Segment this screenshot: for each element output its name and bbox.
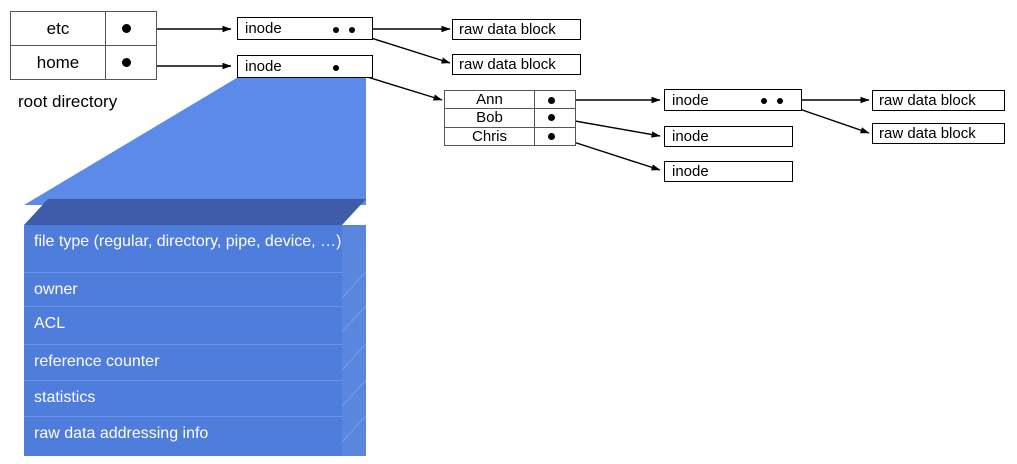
- pointer-dot: [777, 98, 783, 104]
- pointer-dot: [349, 27, 355, 33]
- dir-entry-name: Ann: [445, 91, 535, 109]
- table-row[interactable]: etc: [11, 12, 156, 46]
- raw-data-block-label: raw data block: [879, 92, 976, 109]
- pointer-dot: [548, 114, 555, 122]
- dir-entry-name: Chris: [445, 127, 535, 145]
- pointer-dot: [761, 98, 767, 104]
- pointer-dot: [333, 65, 339, 71]
- inode-field-label: owner: [34, 281, 78, 298]
- pointer-dot: [122, 24, 131, 33]
- inode-label: inode: [672, 128, 709, 145]
- dir-entry-pointer[interactable]: [106, 46, 156, 79]
- root-directory-caption: root directory: [18, 92, 118, 111]
- inode-detail-stack: file type (regular, directory, pipe, dev…: [24, 199, 366, 456]
- inode-field-label: ACL: [34, 315, 66, 332]
- inode-field-label: statistics: [34, 389, 96, 406]
- inode-field-label: raw data addressing info: [34, 425, 209, 442]
- table-row[interactable]: Ann: [445, 91, 575, 110]
- inode-field-label: file type (regular, directory, pipe, dev…: [34, 233, 342, 250]
- dir-entry-name: Bob: [445, 109, 535, 127]
- raw-data-block-ann-2[interactable]: raw data block: [872, 123, 1005, 144]
- stack-top-face: [24, 199, 366, 225]
- inode-field-statistics: statistics: [24, 380, 342, 416]
- raw-data-block-label: raw data block: [459, 21, 556, 38]
- inode-label: inode: [672, 91, 709, 109]
- raw-data-block-label: raw data block: [459, 56, 556, 73]
- inode-label: inode: [245, 20, 282, 37]
- table-row[interactable]: Bob: [445, 109, 575, 128]
- dir-entry-pointer[interactable]: [106, 12, 156, 45]
- pointer-dot: [333, 27, 339, 33]
- raw-data-block-etc-2[interactable]: raw data block: [452, 54, 581, 75]
- root-directory-table: etc home: [10, 11, 157, 80]
- dir-entry-name: etc: [11, 12, 106, 45]
- inode-field-raw-data-addressing-info: raw data addressing info: [24, 416, 342, 456]
- dir-entry-pointer[interactable]: [535, 91, 575, 108]
- pointer-dot: [548, 97, 555, 104]
- inode-box-chris[interactable]: inode: [664, 161, 793, 182]
- stack-side-face: [342, 225, 366, 456]
- inode-label: inode: [672, 163, 709, 180]
- pointer-dot: [122, 58, 131, 67]
- inode-field-file-type: file type (regular, directory, pipe, dev…: [24, 225, 342, 272]
- inode-box-etc[interactable]: inode: [237, 17, 373, 40]
- raw-data-block-etc-1[interactable]: raw data block: [452, 19, 581, 40]
- inode-label: inode: [245, 58, 282, 75]
- inode-box-home[interactable]: inode: [237, 55, 373, 78]
- home-directory-table: Ann Bob Chris: [444, 90, 576, 146]
- inode-field-reference-counter: reference counter: [24, 344, 342, 380]
- dir-entry-pointer[interactable]: [535, 128, 575, 145]
- inode-field-acl: ACL: [24, 306, 342, 344]
- table-row[interactable]: home: [11, 46, 156, 79]
- table-row[interactable]: Chris: [445, 127, 575, 145]
- dir-entry-pointer[interactable]: [535, 109, 575, 126]
- dir-entry-name: home: [11, 46, 106, 79]
- raw-data-block-label: raw data block: [879, 125, 976, 142]
- inode-field-owner: owner: [24, 272, 342, 306]
- inode-box-ann[interactable]: inode: [664, 89, 802, 111]
- inode-field-label: reference counter: [34, 353, 160, 370]
- pointer-dot: [548, 132, 555, 140]
- inode-box-bob[interactable]: inode: [664, 126, 793, 147]
- raw-data-block-ann-1[interactable]: raw data block: [872, 90, 1005, 111]
